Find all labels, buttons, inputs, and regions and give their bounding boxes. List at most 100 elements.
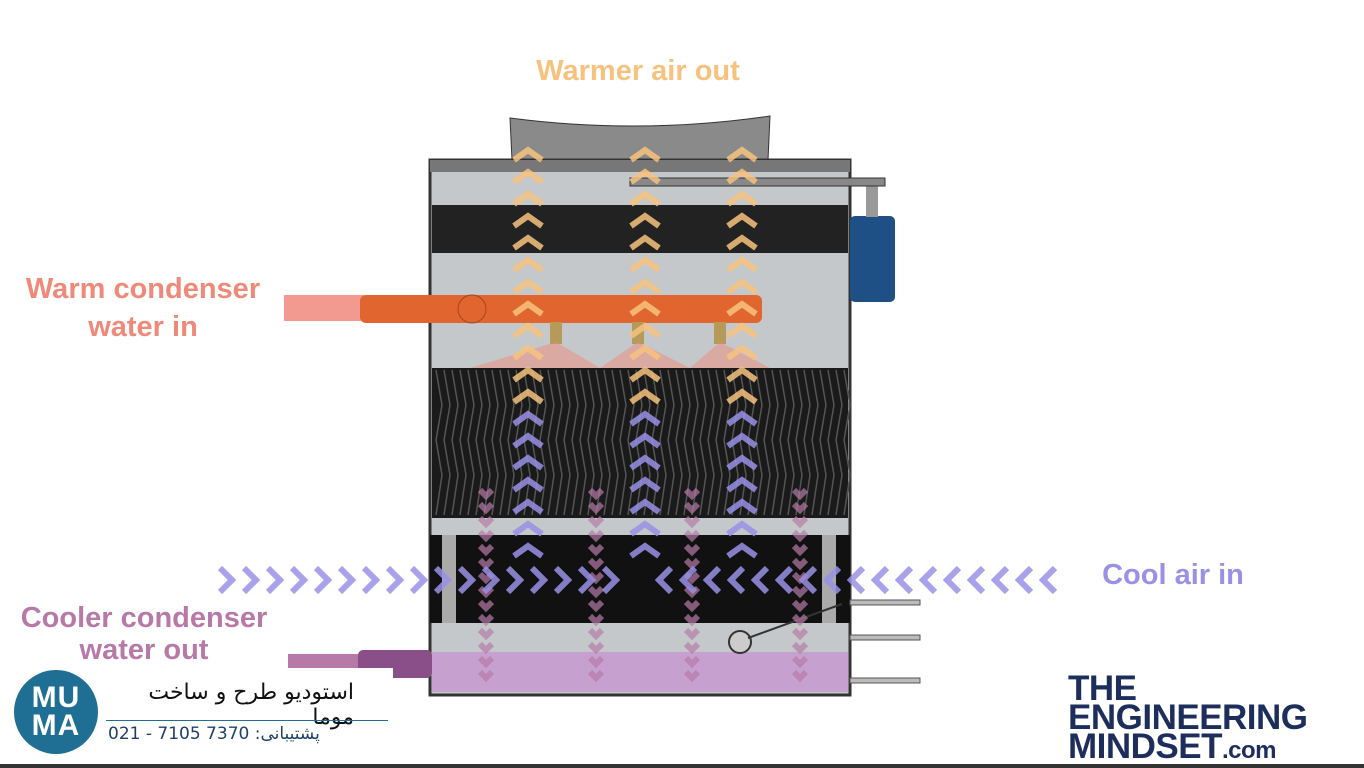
air-in-arrow-icon: [553, 565, 573, 595]
water-spray: [470, 342, 770, 368]
water-down-arrow-icon: [477, 501, 495, 515]
fill-sheet: [771, 369, 779, 516]
air-in-arrow-icon: [870, 565, 890, 595]
air-up-arrow-icon: [726, 542, 758, 559]
air-up-arrow-icon: [629, 168, 661, 185]
casing-top-rim: [430, 160, 850, 172]
water-down-arrow-icon: [477, 669, 495, 683]
air-in-arrow-icon: [726, 565, 746, 595]
water-down-arrow-icon: [477, 655, 495, 669]
air-up-arrow-icon: [726, 212, 758, 229]
air-up-arrow-icon: [726, 234, 758, 251]
warm-water-in-arrow: [284, 295, 364, 321]
cold-water-basin: [432, 652, 848, 692]
fill-sheet: [675, 369, 683, 516]
air-in-arrow-icon: [217, 565, 237, 595]
fill-sheet: [843, 369, 851, 516]
water-down-arrow-icon: [791, 669, 809, 683]
water-down-arrow-icon: [683, 515, 701, 529]
air-up-arrow-icon: [726, 498, 758, 515]
water-down-arrow-icon: [791, 627, 809, 641]
motor-shaft: [866, 183, 878, 217]
air-in-arrow-icon: [654, 565, 674, 595]
water-down-arrow-icon: [791, 501, 809, 515]
water-down-arrow-icon: [477, 487, 495, 501]
air-up-arrow-icon: [512, 366, 544, 383]
air-up-arrow-icon: [726, 146, 758, 163]
water-down-arrow-icon: [477, 627, 495, 641]
air-up-arrow-icon: [629, 476, 661, 493]
air-up-arrow-icon: [726, 410, 758, 427]
fill-sheet: [787, 369, 795, 516]
air-up-arrow-icon: [512, 300, 544, 317]
brand-line1: THE: [1068, 669, 1137, 708]
fill-sheet: [707, 369, 715, 516]
air-up-arrow-icon: [726, 300, 758, 317]
pipe-elbow: [457, 294, 487, 324]
water-down-arrow-icon: [587, 627, 605, 641]
water-down-arrow-icon: [683, 543, 701, 557]
water-down-arrow-icon: [587, 599, 605, 613]
air-up-arrow-icon: [629, 300, 661, 317]
drift-eliminator: [432, 205, 848, 253]
support-label: پشتیبانی:: [254, 724, 320, 744]
cool-air-in-label: Cool air in: [1102, 559, 1244, 591]
fill-sheet: [603, 369, 611, 516]
air-up-arrow-icon: [629, 212, 661, 229]
brand-suffix: .com: [1222, 737, 1277, 764]
water-down-arrow-icon: [587, 501, 605, 515]
fill-sheet: [459, 369, 467, 516]
water-down-arrow-icon: [683, 501, 701, 515]
air-up-arrow-icon: [512, 212, 544, 229]
air-up-arrow-icon: [726, 256, 758, 273]
air-up-arrow-icon: [512, 388, 544, 405]
fill-sheet: [715, 369, 723, 516]
air-in-arrow-icon: [577, 565, 597, 595]
air-in-arrow-icon: [241, 565, 261, 595]
brand-line3: MINDSET: [1068, 727, 1223, 766]
air-up-arrow-icon: [726, 388, 758, 405]
air-in-arrow-icon: [505, 565, 525, 595]
fill-sheet: [507, 369, 515, 516]
water-down-arrow-icon: [791, 641, 809, 655]
air-up-arrow-icon: [726, 476, 758, 493]
fill-sheet: [803, 369, 811, 516]
air-up-arrow-icon: [629, 190, 661, 207]
air-up-arrow-icon: [512, 344, 544, 361]
muma-logo: MU MA: [14, 670, 98, 754]
air-in-arrow-icon: [678, 565, 698, 595]
fill-sheet: [499, 369, 507, 516]
air-in-arrow-icon: [798, 565, 818, 595]
cooler-water-out-label-line2: water out: [79, 634, 209, 666]
warm-water-in-label-line1: Warm condenser: [25, 273, 261, 305]
water-down-arrow-icon: [791, 585, 809, 599]
air-up-arrow-icon: [512, 520, 544, 537]
warm-water-in-label: Warm condenser water in: [8, 270, 278, 346]
air-up-arrow-icon: [512, 454, 544, 471]
fan-motor: [850, 216, 895, 302]
air-in-arrow-icon: [702, 565, 722, 595]
water-down-arrow-icon: [587, 669, 605, 683]
air-in-arrow-icon: [774, 565, 794, 595]
air-in-arrow-icon: [481, 565, 501, 595]
air-up-arrow-icon: [629, 234, 661, 251]
air-in-arrow-icon: [1014, 565, 1034, 595]
water-down-arrow-icon: [791, 655, 809, 669]
water-down-arrow-icon: [683, 627, 701, 641]
air-up-arrow-icon: [726, 278, 758, 295]
video-bottom-edge: [0, 764, 1364, 768]
fill-sheet: [435, 369, 443, 516]
water-down-arrow-icon: [791, 529, 809, 543]
air-up-arrow-icon: [512, 234, 544, 251]
fill-sheet: [571, 369, 579, 516]
muma-logo-line2: MA: [31, 709, 81, 742]
fill-sheet: [483, 369, 491, 516]
air-in-arrow-icon: [265, 565, 285, 595]
fill-sheet: [819, 369, 827, 516]
air-up-arrow-icon: [512, 542, 544, 559]
air-up-arrow-icon: [512, 168, 544, 185]
water-down-arrow-icon: [587, 487, 605, 501]
air-in-arrow-icon: [385, 565, 405, 595]
air-up-arrow-icon: [726, 432, 758, 449]
water-down-arrow-icon: [683, 599, 701, 613]
